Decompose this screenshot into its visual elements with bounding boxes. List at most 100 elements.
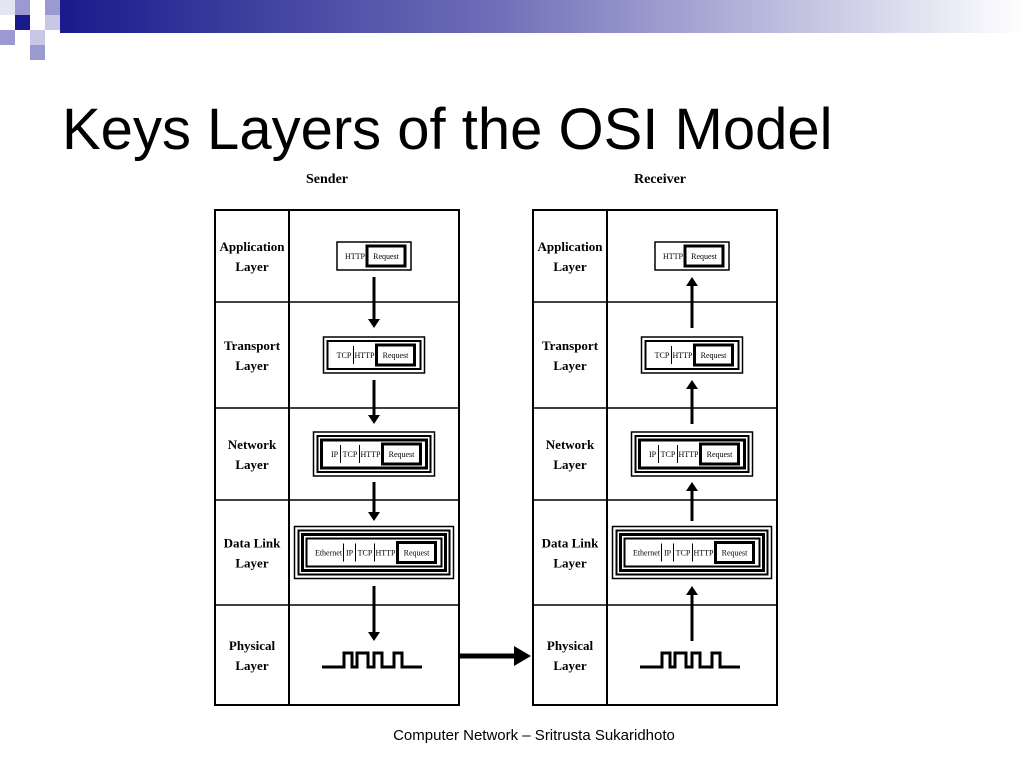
sender-layer-name: Layer — [235, 457, 268, 472]
sender-layer-name: Layer — [235, 556, 268, 571]
sender-layer-name: Network — [228, 437, 277, 452]
receiver-encapsulation-frame — [644, 340, 740, 370]
sender-header-label: HTTP — [376, 549, 397, 558]
sender-flow-arrowhead — [368, 632, 380, 641]
receiver-flow-arrowhead — [686, 380, 698, 389]
sender-header-label: IP — [331, 450, 339, 459]
receiver-encapsulation-frame — [638, 438, 746, 470]
slide-footer: Computer Network – Sritrusta Sukaridhoto — [393, 727, 675, 744]
sender-layer-name: Data Link — [224, 536, 281, 551]
sender-flow-arrowhead — [368, 512, 380, 521]
sender-encapsulation-frame — [293, 525, 455, 580]
receiver-request-box — [693, 343, 734, 367]
sender-encapsulation-frame — [301, 533, 447, 572]
receiver-request-box — [699, 442, 740, 466]
sender-title: Sender — [306, 172, 348, 187]
sender-encapsulation-frame — [336, 241, 412, 271]
receiver-header-label: TCP — [676, 549, 691, 558]
sender-request-label: Request — [404, 549, 431, 558]
sender-header-label: TCP — [337, 351, 352, 360]
receiver-encapsulation-frame — [630, 431, 754, 477]
header-square — [30, 45, 45, 60]
sender-flow-arrowhead — [368, 415, 380, 424]
receiver-header-label: HTTP — [673, 351, 694, 360]
sender-request-box — [381, 442, 422, 466]
sender-signal-waveform — [322, 651, 422, 669]
receiver-header-label: HTTP — [663, 252, 684, 261]
sender-header-label: Ethernet — [315, 549, 343, 558]
receiver-layer-name: Data Link — [542, 536, 599, 551]
transmission-arrowhead — [514, 646, 531, 666]
header-square — [15, 0, 30, 15]
sender-stack-frame — [214, 209, 460, 706]
sender-encapsulation-frame — [322, 336, 426, 374]
sender-request-box — [396, 541, 437, 564]
receiver-title: Receiver — [634, 172, 686, 187]
header-square — [45, 15, 60, 30]
sender-encapsulation-frame — [326, 340, 422, 370]
sender-layer-name: Physical — [229, 638, 276, 653]
sender-layer-name: Transport — [224, 338, 281, 353]
sender-request-box — [375, 343, 416, 367]
header-square — [30, 30, 45, 45]
receiver-encapsulation-frame — [640, 336, 744, 374]
sender-request-label: Request — [373, 252, 400, 261]
receiver-flow-arrowhead — [686, 482, 698, 491]
sender-request-label: Request — [389, 450, 416, 459]
receiver-layer-name: Transport — [542, 338, 599, 353]
sender-flow-arrowhead — [368, 319, 380, 328]
receiver-layer-name: Layer — [553, 358, 586, 373]
header-square — [30, 15, 45, 30]
receiver-header-label: Ethernet — [633, 549, 661, 558]
receiver-request-label: Request — [707, 450, 734, 459]
receiver-header-label: TCP — [655, 351, 670, 360]
header-square — [0, 30, 15, 45]
sender-encapsulation-frame — [316, 435, 432, 473]
sender-encapsulation-frame — [320, 438, 428, 470]
header-gradient-band — [60, 0, 1024, 33]
receiver-encapsulation-frame — [634, 435, 750, 473]
slide-title: Keys Layers of the OSI Model — [62, 97, 833, 162]
sender-request-label: Request — [383, 351, 410, 360]
sender-encapsulation-frame — [297, 529, 451, 576]
sender-header-label: IP — [346, 549, 354, 558]
sender-layer-name: Layer — [235, 259, 268, 274]
sender-header-label: TCP — [358, 549, 373, 558]
receiver-header-label: HTTP — [679, 450, 700, 459]
receiver-request-box — [683, 244, 725, 268]
receiver-encapsulation-frame — [623, 537, 761, 568]
sender-encapsulation-frame — [305, 537, 443, 568]
receiver-layer-name: Layer — [553, 556, 586, 571]
sender-header-label: TCP — [343, 450, 358, 459]
sender-header-label: HTTP — [345, 252, 366, 261]
receiver-request-label: Request — [701, 351, 728, 360]
receiver-layer-name: Physical — [547, 638, 594, 653]
receiver-layer-name: Layer — [553, 259, 586, 274]
receiver-encapsulation-frame — [615, 529, 769, 576]
sender-header-label: HTTP — [361, 450, 382, 459]
receiver-encapsulation-frame — [619, 533, 765, 572]
receiver-signal-waveform — [640, 651, 740, 669]
receiver-layer-name: Application — [537, 239, 603, 254]
receiver-header-label: HTTP — [694, 549, 715, 558]
sender-layer-name: Application — [219, 239, 285, 254]
slide-header-decoration — [0, 0, 1024, 60]
sender-layer-name: Layer — [235, 658, 268, 673]
receiver-header-label: IP — [649, 450, 657, 459]
receiver-stack-frame — [532, 209, 778, 706]
sender-request-box — [365, 244, 407, 268]
header-square — [15, 15, 30, 30]
receiver-encapsulation-frame — [654, 241, 730, 271]
sender-encapsulation-frame — [312, 431, 436, 477]
receiver-encapsulation-frame — [611, 525, 773, 580]
header-square — [45, 0, 60, 15]
receiver-layer-name: Layer — [553, 457, 586, 472]
sender-header-label: HTTP — [355, 351, 376, 360]
receiver-request-box — [714, 541, 755, 564]
sender-layer-name: Layer — [235, 358, 268, 373]
receiver-request-label: Request — [722, 549, 749, 558]
receiver-layer-name: Layer — [553, 658, 586, 673]
header-square — [0, 0, 15, 15]
